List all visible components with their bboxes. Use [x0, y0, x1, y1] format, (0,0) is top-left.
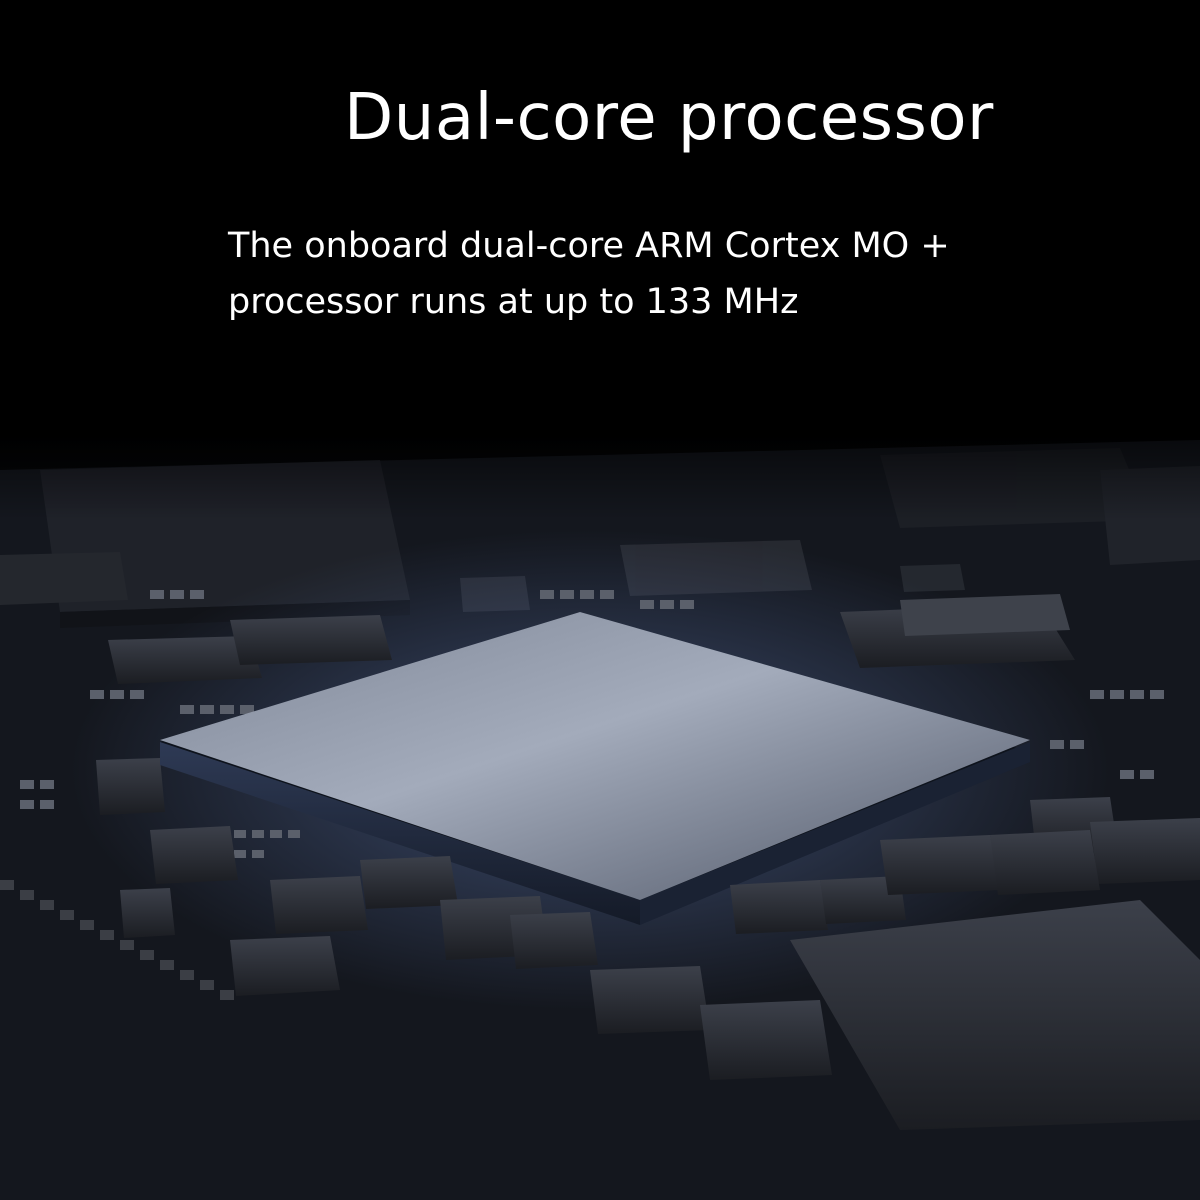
description: The onboard dual-core ARM Cortex MO + pr…	[228, 218, 1028, 330]
top-fade	[0, 380, 1200, 520]
description-line-2: processor runs at up to 133 MHz	[228, 282, 799, 322]
mid-components	[96, 594, 1200, 884]
processor-chip	[160, 612, 1030, 925]
foreground-components	[120, 826, 1200, 1130]
description-line-1: The onboard dual-core ARM Cortex MO +	[228, 226, 950, 266]
page-title: Dual-core processor	[344, 81, 994, 155]
edge-connector	[0, 880, 234, 1000]
